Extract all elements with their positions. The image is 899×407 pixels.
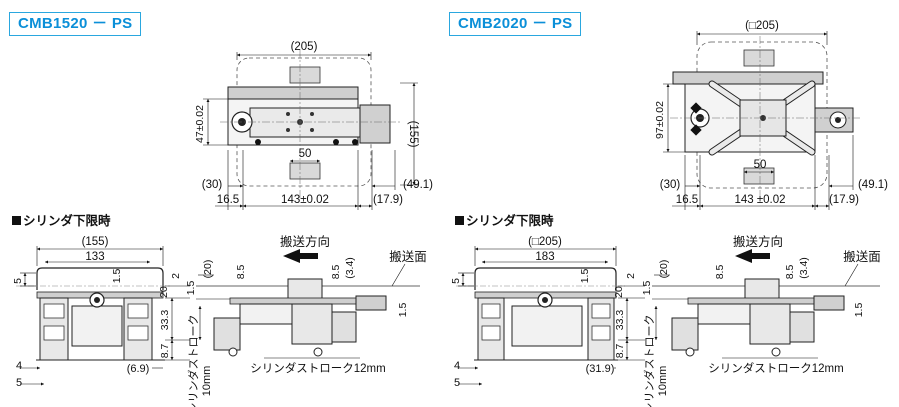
dim-33-3: 33.3 — [159, 310, 171, 331]
dim-3-4: (3.4) — [798, 257, 810, 279]
dim-left-pitch: 97±0.02 — [654, 101, 666, 139]
top-clamp-block — [743, 49, 775, 67]
dim-8-5b: 8.5 — [330, 265, 342, 280]
dim-inner: 133 — [85, 251, 104, 263]
stroke-vertical-label: シリンダストローク — [186, 315, 200, 407]
dim-1-5: 1.5 — [579, 269, 591, 284]
section-label-text: シリンダ下限時 — [23, 214, 111, 228]
side-view-cmb1520: 搬送方向 搬送面 (20) 1.5 8.5 8.5 (3.4) 1.5 シリンダ… — [185, 234, 427, 407]
dim-20: 20 — [158, 286, 170, 298]
direction-label: 搬送方向 — [280, 234, 330, 249]
square-bullet-icon — [12, 216, 21, 225]
dim-1-5: 1.5 — [111, 269, 123, 284]
dim-left-offset: (30) — [660, 179, 681, 191]
dim-5b: 5 — [454, 377, 460, 389]
dim-1-5-right: 1.5 — [853, 303, 865, 318]
side-plate — [687, 297, 821, 305]
dim-right-small: (31.9) — [586, 363, 615, 375]
cylinder-body — [749, 303, 791, 345]
dim-20: 20 — [613, 286, 625, 298]
section-label-text: シリンダ下限時 — [466, 214, 554, 228]
top-clamp-block — [289, 66, 321, 84]
dim-1-5: 1.5 — [185, 281, 197, 296]
dim-right-overhang: (49.1) — [858, 179, 888, 191]
dim-5: 5 — [450, 278, 462, 284]
dim-left-offset: (30) — [202, 179, 223, 191]
cylinder-body — [71, 305, 123, 347]
dim-right-offset: (17.9) — [373, 194, 403, 206]
stroke-bottom-label: シリンダストローク12mm — [708, 361, 843, 375]
dim-33-3: 33.3 — [614, 310, 626, 331]
dim-right-overhang: (49.1) — [403, 179, 433, 191]
dim-8-5b: 8.5 — [784, 265, 796, 280]
dim-20-paren: (20) — [202, 260, 214, 279]
dim-8-5a: 8.5 — [714, 265, 726, 280]
stroke-vertical-label: シリンダストローク — [642, 315, 656, 407]
dim-pitch: 143 ±0.02 — [734, 194, 785, 206]
stroke-bottom-label: シリンダストローク12mm — [250, 361, 385, 375]
dim-5b: 5 — [16, 377, 22, 389]
dim-center-gap: 50 — [299, 148, 312, 160]
dim-1-5-right: 1.5 — [397, 303, 409, 318]
section-label-cmb2020: シリンダ下限時 — [455, 210, 554, 229]
dim-20-paren: (20) — [658, 260, 670, 279]
dim-center-gap: 50 — [754, 159, 767, 171]
section-label-cmb1520: シリンダ下限時 — [12, 210, 111, 229]
direction-arrow-icon — [735, 249, 770, 263]
dim-right-small: (6.9) — [127, 363, 150, 375]
dim-8-7: 8.7 — [159, 344, 171, 359]
square-bullet-icon — [455, 216, 464, 225]
direction-arrow-icon — [283, 249, 318, 263]
dim-pitch: 143±0.02 — [281, 194, 329, 206]
stroke-vertical-mm: 10mm — [201, 366, 213, 397]
front-view-cmb1520: (155) 133 1.5 5 20 2 33.3 8.7 4 5 (6.9) — [12, 236, 190, 389]
dim-height-right: (155) — [407, 121, 419, 148]
cylinder-body — [511, 305, 583, 347]
dim-2: 2 — [170, 273, 182, 279]
bottom-clamp-block — [289, 162, 321, 180]
dim-width: (□205) — [528, 236, 562, 248]
dim-inner: 183 — [535, 251, 554, 263]
stroke-vertical-mm: 10mm — [657, 366, 669, 397]
right-actuator — [359, 104, 391, 144]
front-view-cmb2020: (□205) 183 1.5 5 20 2 33.3 8.7 4 5 (31.9… — [450, 236, 645, 389]
dim-8-7: 8.7 — [614, 344, 626, 359]
dim-2: 2 — [625, 273, 637, 279]
surface-label: 搬送面 — [843, 249, 881, 264]
dim-right-offset: (17.9) — [829, 194, 859, 206]
dim-4: 4 — [454, 360, 460, 372]
dim-3-4: (3.4) — [344, 257, 356, 279]
side-plate — [229, 297, 361, 305]
dim-8-5a: 8.5 — [235, 265, 247, 280]
dim-width: (205) — [291, 41, 318, 53]
top-view-cmb2020: (□205) 97±0.02 50 (30) (49.1) 16.5 143 ±… — [654, 20, 888, 210]
dim-width: (155) — [82, 236, 109, 248]
dim-1-5: 1.5 — [641, 281, 653, 296]
surface-label: 搬送面 — [389, 249, 427, 264]
side-view-cmb2020: 搬送方向 搬送面 (20) 1.5 8.5 8.5 (3.4) 1.5 シリンダ… — [641, 234, 881, 407]
top-view-cmb1520: (205) (155) 47±0.02 50 (30) (49.1) — [194, 41, 433, 210]
dim-width-top: (□205) — [745, 20, 779, 32]
model-title-cmb1520: CMB1520 － PS — [9, 12, 142, 36]
dim-5: 5 — [12, 278, 24, 284]
direction-label: 搬送方向 — [733, 234, 783, 249]
dim-left-small: 16.5 — [217, 194, 239, 206]
top-plate — [672, 71, 824, 85]
cylinder-body — [291, 303, 333, 345]
dim-left-pitch: 47±0.02 — [194, 105, 206, 143]
model-title-cmb2020: CMB2020 － PS — [449, 12, 582, 36]
top-plate — [227, 86, 359, 100]
dim-4: 4 — [16, 360, 22, 372]
dim-left-small: 16.5 — [676, 194, 698, 206]
